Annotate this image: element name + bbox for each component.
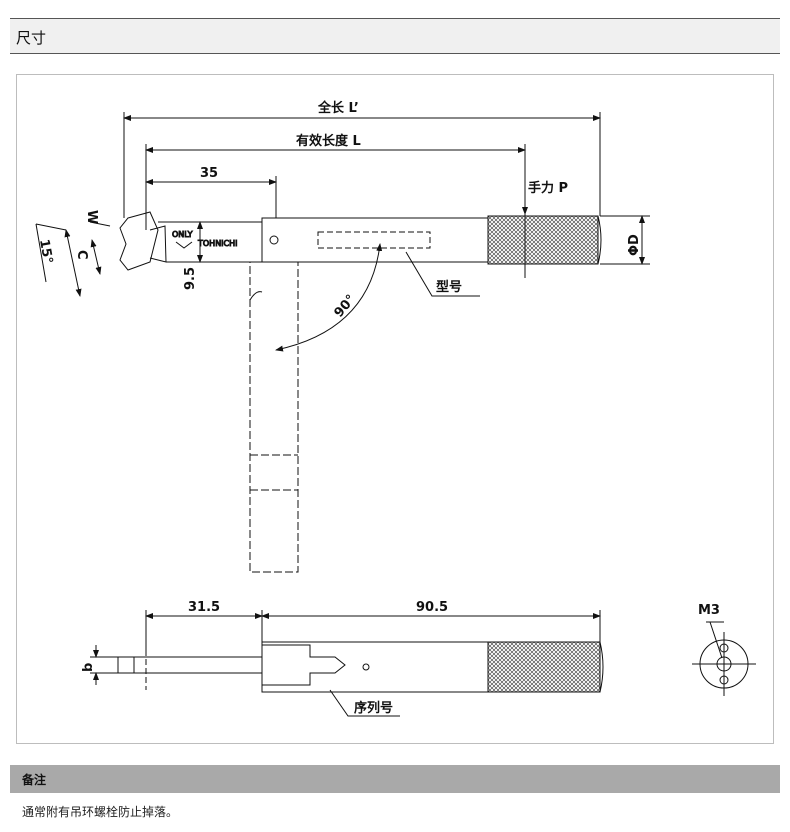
dim-35 (145, 176, 277, 218)
dim-head (35, 221, 111, 297)
w-label: W (84, 210, 99, 224)
section-title: 尺寸 (16, 29, 47, 47)
serial-leader (329, 689, 400, 717)
dim-9-5-label: 9.5 (183, 267, 198, 290)
dim-90-5 (261, 610, 601, 642)
side-neck (117, 656, 263, 674)
dim-31-5-label: 31.5 (188, 600, 220, 615)
dim-35-label: 35 (200, 166, 218, 181)
serial-label: 序列号 (354, 700, 393, 716)
c-label: C (74, 250, 89, 260)
side-view (117, 641, 604, 693)
dim-overall-length (123, 112, 601, 218)
angle-90-arc (275, 243, 383, 352)
angle-15-label: 15° (36, 238, 55, 265)
notes-header: 备注 (10, 765, 780, 793)
drawing-frame (16, 74, 774, 744)
handle-grip (487, 215, 599, 265)
side-handle-grip (487, 641, 601, 693)
dim-effective-length (145, 144, 526, 278)
model-leader (405, 251, 480, 297)
b-label: b (81, 663, 96, 672)
notes-title: 备注 (22, 773, 47, 787)
notes-text: 通常附有吊环螺栓防止掉落。 (22, 805, 179, 819)
dim-90-5-label: 90.5 (416, 600, 448, 615)
m3-label: M3 (698, 603, 720, 618)
phi-d-label: ΦD (627, 234, 642, 256)
dim-b (90, 645, 118, 685)
top-view: ONLY TOHNICHI (119, 211, 602, 573)
engrave-brand: TOHNICHI (197, 239, 238, 248)
model-label: 型号 (436, 279, 462, 295)
dim-9-5 (196, 221, 250, 263)
folded-handle (249, 261, 299, 573)
end-view (692, 621, 756, 696)
handle-body (261, 217, 489, 263)
hand-force-label: 手力 P (528, 180, 568, 196)
model-plate (317, 231, 431, 249)
dim-phi-d (600, 215, 650, 265)
engrave-only: ONLY (172, 230, 193, 239)
effective-length-label: 有效长度 L (296, 133, 361, 149)
angle-90-label: 90° (332, 292, 359, 320)
section-header: 尺寸 (10, 18, 780, 54)
wrench-head (119, 211, 159, 271)
dim-31-5 (145, 610, 263, 655)
overall-length-label: 全长 L’ (317, 100, 359, 116)
